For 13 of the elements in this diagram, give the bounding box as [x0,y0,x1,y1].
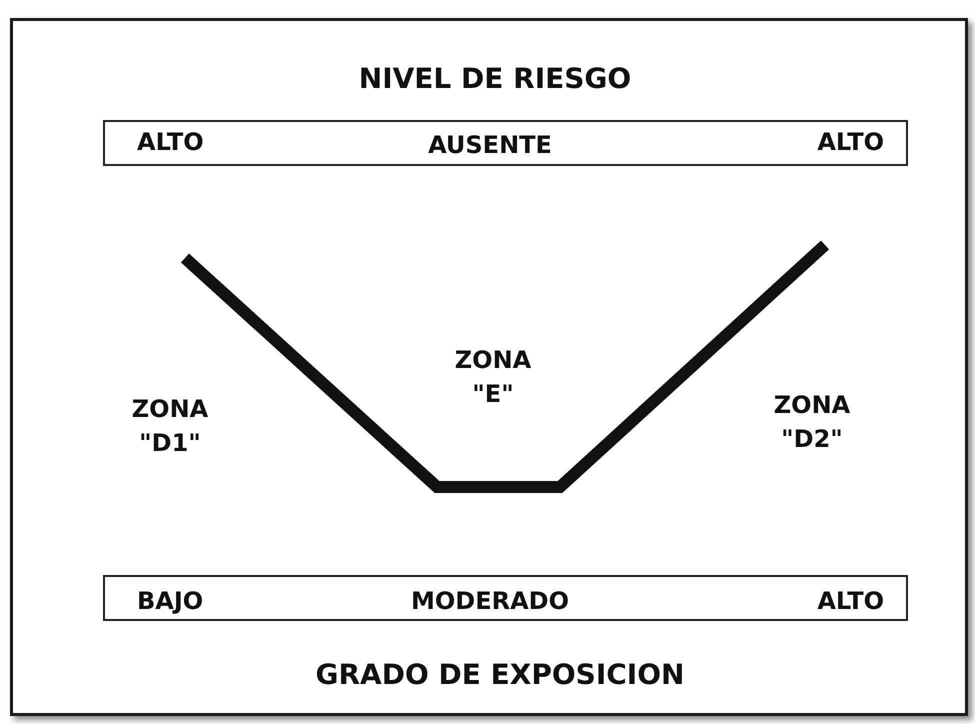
zone-label: ZONA "D2" [772,390,852,455]
chart-title: NIVEL DE RIESGO [358,62,632,95]
scale-label: ALTO [817,128,884,156]
scale-label: MODERADO [411,587,569,615]
scale-label: ALTO [137,128,204,156]
scale-label: AUSENTE [428,131,552,159]
axis-title: GRADO DE EXPOSICION [314,658,686,691]
scale-band [103,575,908,621]
zone-label: ZONA "D1" [130,394,210,459]
scale-band [103,120,908,166]
zone-label: ZONA "E" [454,345,532,410]
scale-label: BAJO [137,587,204,615]
scale-label: ALTO [817,587,884,615]
